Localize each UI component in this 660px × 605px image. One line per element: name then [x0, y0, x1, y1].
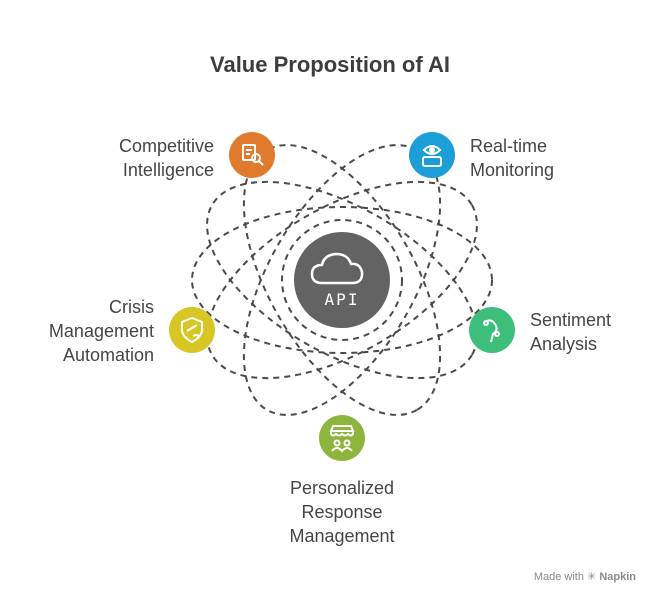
- node-circle: [319, 415, 365, 461]
- node-sentiment: [469, 307, 515, 353]
- page-title: Value Proposition of AI: [210, 52, 450, 77]
- shield-icon: [181, 316, 203, 344]
- label-sentiment-analysis: Sentiment Analysis: [530, 310, 612, 354]
- storefront-icon: [329, 425, 355, 453]
- node-competitive: [229, 132, 275, 178]
- node-circle: [169, 307, 215, 353]
- napkin-logo-icon: ✳: [587, 571, 597, 583]
- center-circle: [294, 232, 390, 328]
- node-personalized: [319, 415, 365, 461]
- cloud-icon: [310, 252, 364, 285]
- node-realtime: [409, 132, 455, 178]
- orbit-ring: [206, 180, 478, 380]
- orbit-ring: [206, 180, 478, 380]
- orbit-ring: [191, 206, 493, 354]
- monitor-eye-icon: [422, 145, 442, 167]
- analysis-icon: [483, 319, 500, 343]
- node-circle: [469, 307, 515, 353]
- label-real-time-monitoring: Real-time Monitoring: [470, 136, 555, 180]
- node-crisis: [169, 307, 215, 353]
- orbit-ring: [242, 144, 442, 416]
- orbit-rings: [191, 144, 493, 416]
- label-crisis-management-automation: Crisis Management Automation: [48, 297, 154, 365]
- label-competitive-intelligence: Competitive Intelligence: [118, 136, 214, 180]
- footer-credit: Made with ✳ Napkin: [533, 571, 636, 583]
- center-node: API: [294, 232, 390, 328]
- document-search-icon: [242, 144, 264, 166]
- center-label: API: [325, 290, 360, 309]
- label-personalized-response-management: Personalized Response Management: [289, 478, 395, 546]
- center-ring: [281, 219, 403, 341]
